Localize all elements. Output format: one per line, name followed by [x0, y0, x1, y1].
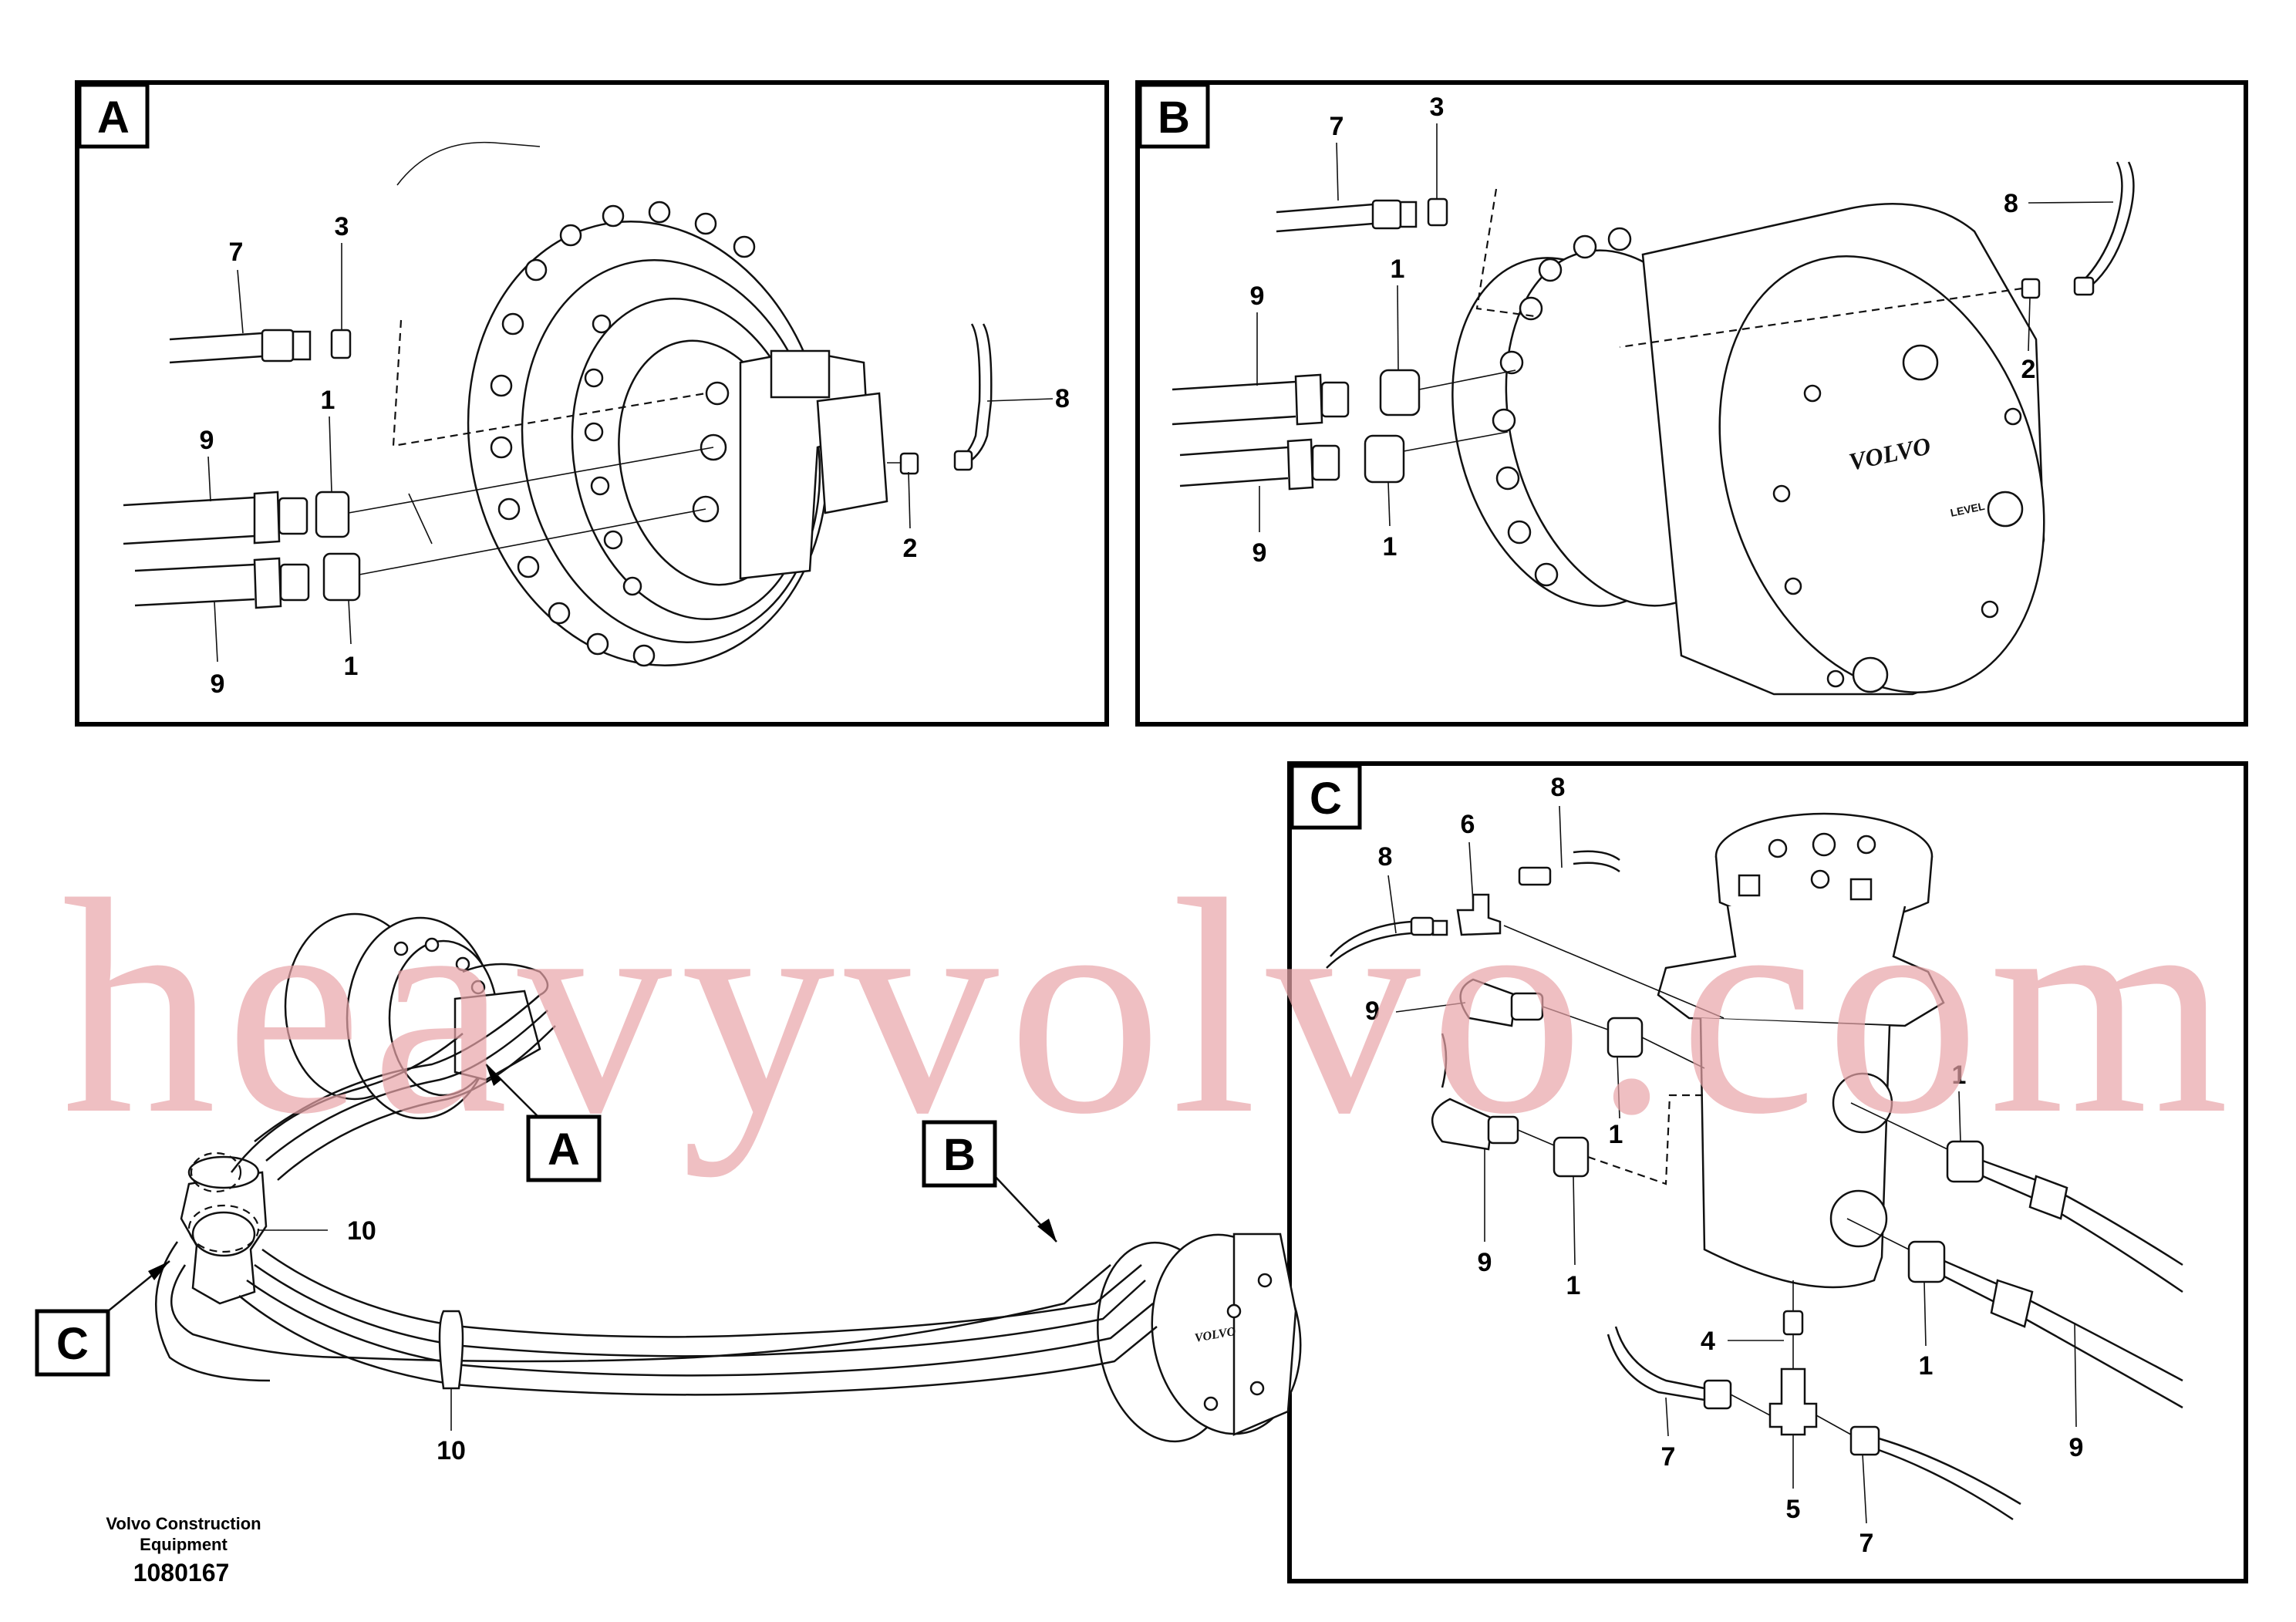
overview-tag-b-label: B — [943, 1130, 976, 1180]
panel-c-tag-label: C — [1310, 774, 1342, 824]
panel-b-tag — [1138, 83, 1210, 149]
overview-tag-c-label: C — [56, 1319, 89, 1369]
callout-c-3: 8 — [1551, 773, 1566, 802]
callout-c-1: 8 — [1378, 842, 1393, 872]
leaders-c — [1387, 805, 2077, 1524]
overview-tag-a: A — [485, 1064, 602, 1182]
overview-assembly: VOLVO — [154, 912, 1302, 1443]
callout-b-6: 2 — [2021, 355, 2036, 384]
drawing-number: 1080167 — [133, 1559, 230, 1587]
callout-b-1: 7 — [1330, 112, 1344, 141]
callout-c-11: 9 — [2069, 1433, 2084, 1462]
footer-company-line1: Volvo Construction — [106, 1514, 261, 1533]
callout-b-2: 3 — [1430, 93, 1445, 122]
callout-c-6: 1 — [1952, 1061, 1967, 1090]
overview-tag-b: B — [922, 1120, 1057, 1243]
callout-c-12: 7 — [1661, 1442, 1676, 1472]
panel-a-tag — [77, 83, 150, 149]
hoses-b — [1172, 161, 2135, 491]
callout-c-13: 5 — [1786, 1495, 1801, 1524]
panel-b-frame — [1135, 80, 2248, 727]
leaders-b — [1256, 123, 2114, 532]
callout-c-5: 1 — [1609, 1120, 1623, 1149]
callout-b-3: 8 — [2004, 189, 2018, 218]
callout-a-7: 9 — [211, 669, 225, 699]
travel-motor-a — [396, 141, 888, 667]
panel-c-tag — [1290, 764, 1362, 830]
detail-a-marker — [190, 1152, 242, 1193]
callout-c-4: 9 — [1365, 996, 1380, 1026]
panel-b: B VOLVO LEVEL — [1135, 80, 2248, 727]
footer-company-line2: Equipment — [140, 1535, 228, 1554]
panel-c: C — [1287, 761, 2248, 1583]
callout-a-2: 3 — [335, 212, 349, 241]
leaders-a — [207, 243, 1054, 663]
callout-a-8: 1 — [344, 652, 359, 681]
callout-c-10: 4 — [1701, 1327, 1715, 1356]
overview-callout-10-b: 10 — [437, 1436, 466, 1465]
callout-c-7: 9 — [1478, 1248, 1492, 1277]
overview-tag-a-label: A — [548, 1125, 580, 1175]
panel-a: A — [75, 80, 1109, 727]
callout-a-1: 7 — [229, 238, 244, 267]
swivel-joint — [1657, 812, 1945, 1311]
panel-a-frame — [75, 80, 1109, 727]
overview-callout-10-a: 10 — [347, 1216, 376, 1246]
footer: Volvo Construction Equipment 1080167 — [106, 1514, 261, 1587]
callout-a-4: 9 — [200, 426, 214, 455]
overview-tag-c: C — [35, 1260, 170, 1377]
callout-c-2: 6 — [1461, 810, 1475, 839]
watermark: heavyvolvo.com — [62, 836, 2237, 1179]
callout-c-9: 1 — [1919, 1351, 1934, 1381]
callout-a-3: 1 — [321, 386, 335, 415]
panel-c-frame — [1287, 761, 2248, 1583]
hoses-c — [1326, 850, 2183, 1521]
panel-a-tag-label: A — [97, 93, 130, 143]
panel-b-tag-label: B — [1158, 93, 1190, 143]
callout-a-6: 2 — [903, 534, 918, 563]
callout-c-14: 7 — [1859, 1529, 1874, 1558]
callout-a-5: 8 — [1055, 384, 1070, 413]
hoses-a — [123, 319, 993, 609]
callout-b-8: 1 — [1383, 532, 1397, 561]
callout-b-4: 9 — [1250, 282, 1265, 311]
callout-b-7: 9 — [1253, 538, 1267, 568]
callout-b-5: 1 — [1391, 255, 1405, 284]
detail-c-marker — [187, 1204, 260, 1253]
callout-c-8: 1 — [1566, 1271, 1581, 1300]
travel-motor-b: VOLVO LEVEL — [1451, 203, 2045, 696]
